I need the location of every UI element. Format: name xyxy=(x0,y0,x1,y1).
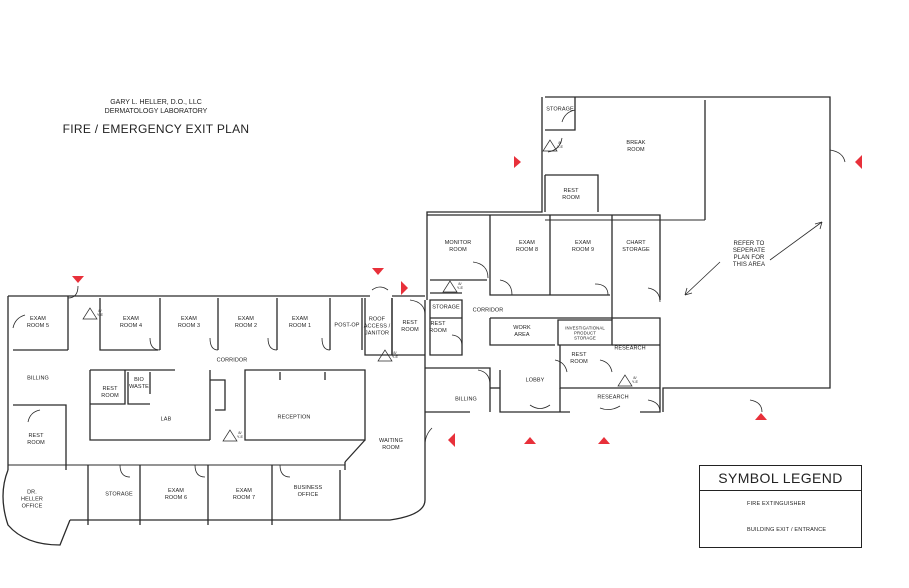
room-label-rest-room-top: REST ROOM xyxy=(562,188,580,201)
room-label-rest-room-right: REST ROOM xyxy=(570,352,588,365)
room-label-exam-room-7: EXAM ROOM 7 xyxy=(232,488,256,501)
company-name: GARY L. HELLER, D.O., LLC xyxy=(110,99,202,106)
room-label-storage-top: STORAGE xyxy=(546,106,574,113)
legend-fire-extinguisher-label: FIRE EXTINGUISHER xyxy=(747,501,806,507)
room-label-storage-bottom: STORAGE xyxy=(105,491,133,498)
room-label-dr-heller-office: DR. HELLER OFFICE xyxy=(21,489,43,510)
room-label-exam-room-1: EXAM ROOM 1 xyxy=(288,316,312,329)
fire-extinguishers xyxy=(82,139,633,442)
room-label-exam-room-2: EXAM ROOM 2 xyxy=(234,316,258,329)
room-label-lab: LAB xyxy=(160,416,172,423)
department-name: DERMATOLOGY LABORATORY xyxy=(104,108,208,115)
room-label-reception: RECEPTION xyxy=(277,414,311,421)
fire-extinguisher-icon xyxy=(222,429,238,442)
room-label-lobby: LOBBY xyxy=(525,377,545,384)
room-label-exam-room-4: EXAM ROOM 4 xyxy=(119,316,143,329)
room-label-corridor-right: CORRIDOR xyxy=(472,307,504,314)
extinguisher-code: 8/ Y-E xyxy=(556,141,564,149)
extinguisher-code: 8/ Y-E xyxy=(631,376,639,384)
room-label-business-office: BUSINESS OFFICE xyxy=(293,485,323,498)
exit-marker xyxy=(72,276,84,283)
room-label-billing-right: BILLING xyxy=(455,396,477,403)
room-label-exam-room-6: EXAM ROOM 6 xyxy=(164,488,188,501)
room-label-storage-mid: STORAGE xyxy=(432,304,460,311)
exit-marker xyxy=(514,156,521,168)
room-label-rest-room-lab: REST ROOM xyxy=(101,386,119,399)
legend-building-exit-label: BUILDING EXIT / ENTRANCE xyxy=(747,527,827,533)
refer-note: REFER TO SEPERATE PLAN FOR THIS AREA xyxy=(732,241,766,268)
plan-title: FIRE / EMERGENCY EXIT PLAN xyxy=(62,122,250,136)
room-label-investigational-storage: INVESTIGATIONAL PRODUCT STORAGE xyxy=(565,325,605,341)
fire-extinguisher-icon xyxy=(82,307,98,320)
room-label-exam-room-8: EXAM ROOM 8 xyxy=(515,240,539,253)
fire-extinguisher-icon xyxy=(442,280,458,293)
exit-marker xyxy=(855,155,862,169)
fire-extinguisher-icon xyxy=(377,349,393,362)
room-label-post-op: POST-OP xyxy=(334,322,360,329)
exit-marker xyxy=(524,437,536,444)
room-label-exam-room-3: EXAM ROOM 3 xyxy=(177,316,201,329)
exit-marker xyxy=(372,268,384,275)
room-label-rest-room-center: REST ROOM xyxy=(401,320,419,333)
room-label-work-area: WORK AREA xyxy=(513,325,531,338)
exit-marker xyxy=(755,413,767,420)
room-label-billing-left: BILLING xyxy=(27,375,49,382)
fire-extinguisher-icon xyxy=(542,139,558,152)
exit-marker xyxy=(448,433,455,447)
fire-extinguisher-icon xyxy=(617,374,633,387)
room-label-roof-access: ROOF ACCESS / JANITOR xyxy=(363,316,391,337)
extinguisher-code: 8/ Y-E xyxy=(456,282,464,290)
legend-title: SYMBOL LEGEND xyxy=(700,466,861,491)
symbol-legend: SYMBOL LEGEND FIRE EXTINGUISHER BUILDING… xyxy=(699,465,862,548)
room-label-waiting-room: WAITING ROOM xyxy=(378,438,404,451)
room-label-monitor-room: MONITOR ROOM xyxy=(444,240,472,253)
extinguisher-code: 8/ Y-E xyxy=(236,431,244,439)
room-label-corridor-left: CORRIDOR xyxy=(216,357,248,364)
extinguisher-code: 8/ Y-E xyxy=(96,309,104,317)
room-label-chart-storage: CHART STORAGE xyxy=(622,240,650,253)
extinguisher-code: 8/ Y-E xyxy=(391,351,399,359)
exit-markers xyxy=(72,155,862,447)
room-label-exam-room-9: EXAM ROOM 9 xyxy=(571,240,595,253)
exit-marker xyxy=(598,437,610,444)
room-label-research-upper: RESEARCH xyxy=(614,345,646,352)
exit-marker xyxy=(401,281,408,295)
room-label-research-lower: RESEARCH xyxy=(597,394,629,401)
room-label-bio-waste: BIO WASTE xyxy=(129,377,149,390)
room-label-rest-room-left: REST ROOM xyxy=(27,433,45,446)
room-label-rest-room-mid: REST ROOM xyxy=(429,321,447,334)
walls xyxy=(2,96,846,546)
room-label-break-room: BREAK ROOM xyxy=(626,140,646,153)
room-label-exam-room-5: EXAM ROOM 5 xyxy=(26,316,50,329)
